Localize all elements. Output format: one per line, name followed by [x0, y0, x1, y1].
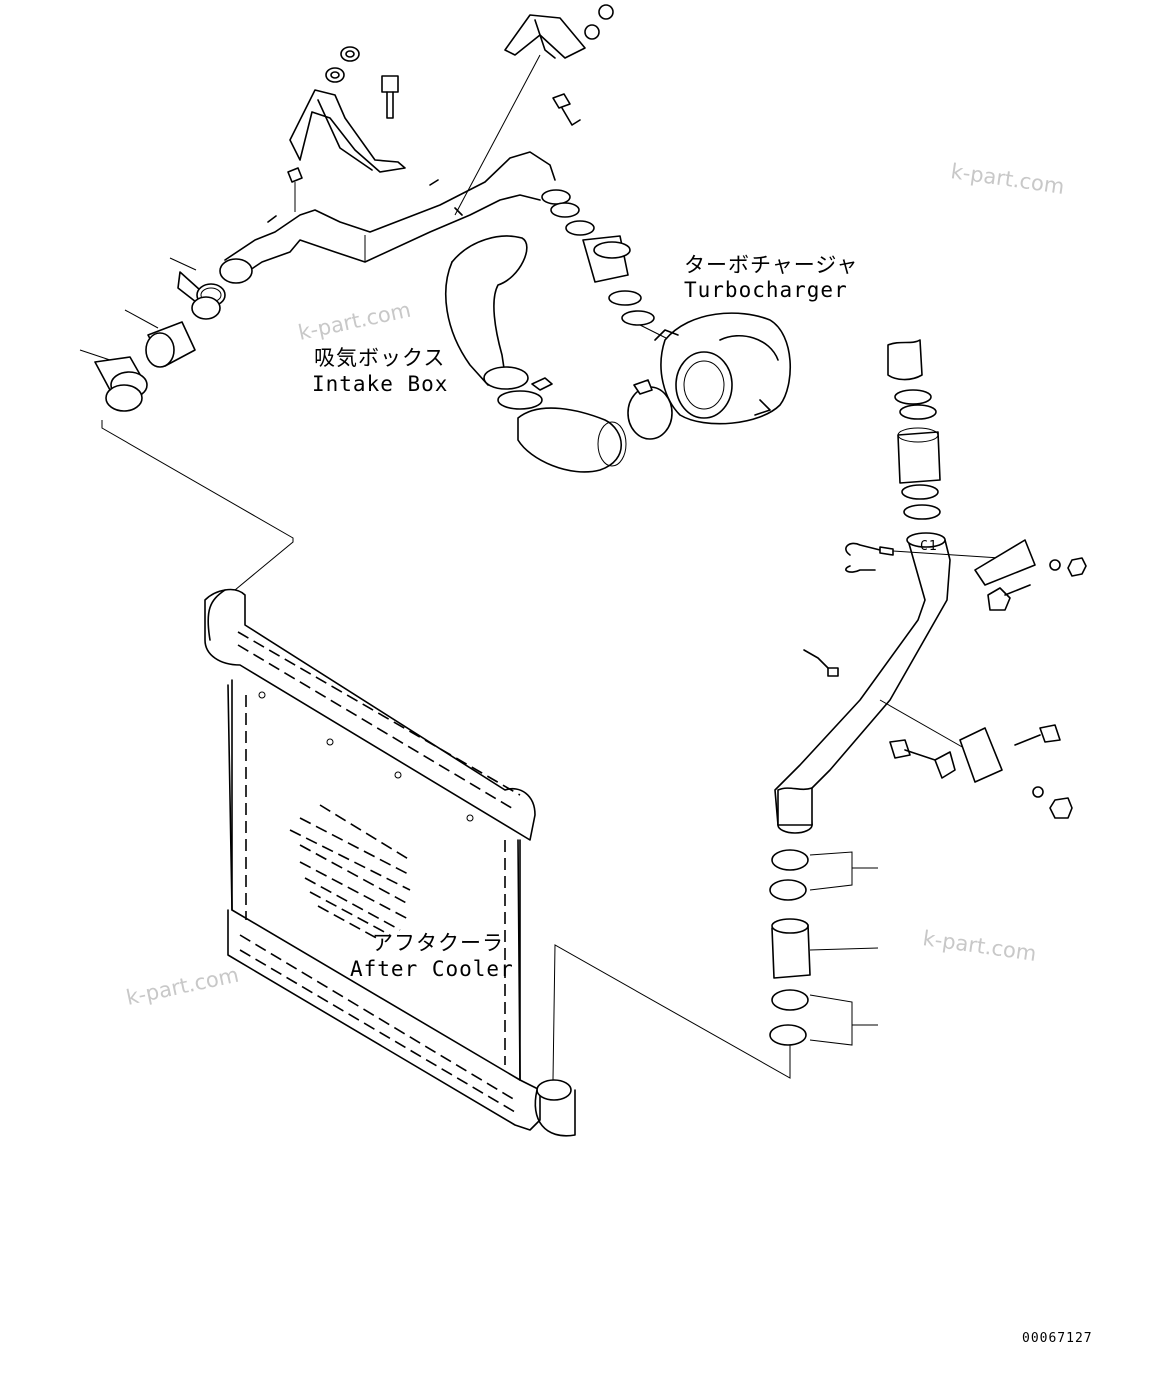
watermark-top-right: k-part.com — [949, 159, 1066, 199]
drawing-number: 00067127 — [1022, 1331, 1093, 1346]
label-after-cooler-en: After Cooler — [350, 957, 514, 981]
label-turbocharger: ターボチャージャ Turbocharger — [684, 253, 858, 302]
label-after-cooler: アフタクーラ After Cooler — [350, 931, 514, 981]
watermark-left-bottom: k-part.com — [124, 963, 241, 1010]
label-turbocharger-en: Turbocharger — [684, 278, 848, 302]
watermark-right-middle: k-part.com — [921, 926, 1038, 966]
outlet-clamps — [552, 849, 879, 1081]
label-after-cooler-ja: アフタクーラ — [372, 931, 504, 955]
label-intake-box: 吸気ボックス Intake Box — [312, 346, 448, 396]
intake-clamps-left — [79, 257, 294, 591]
label-turbocharger-ja: ターボチャージャ — [684, 253, 858, 277]
part-tag: C1 — [920, 539, 938, 554]
turbocharger — [627, 312, 792, 440]
outlet-pipe: C1 — [774, 339, 1087, 834]
turbo-hose-chain — [541, 189, 671, 341]
label-intake-box-ja: 吸気ボックス — [314, 346, 445, 370]
upper-bracket-assembly — [287, 4, 614, 216]
intake-elbow-hose — [444, 235, 627, 473]
label-intake-box-en: Intake Box — [312, 372, 448, 396]
after-cooler — [204, 588, 576, 1137]
intake-pipe — [219, 151, 556, 284]
watermark-intake: k-part.com — [296, 298, 413, 345]
